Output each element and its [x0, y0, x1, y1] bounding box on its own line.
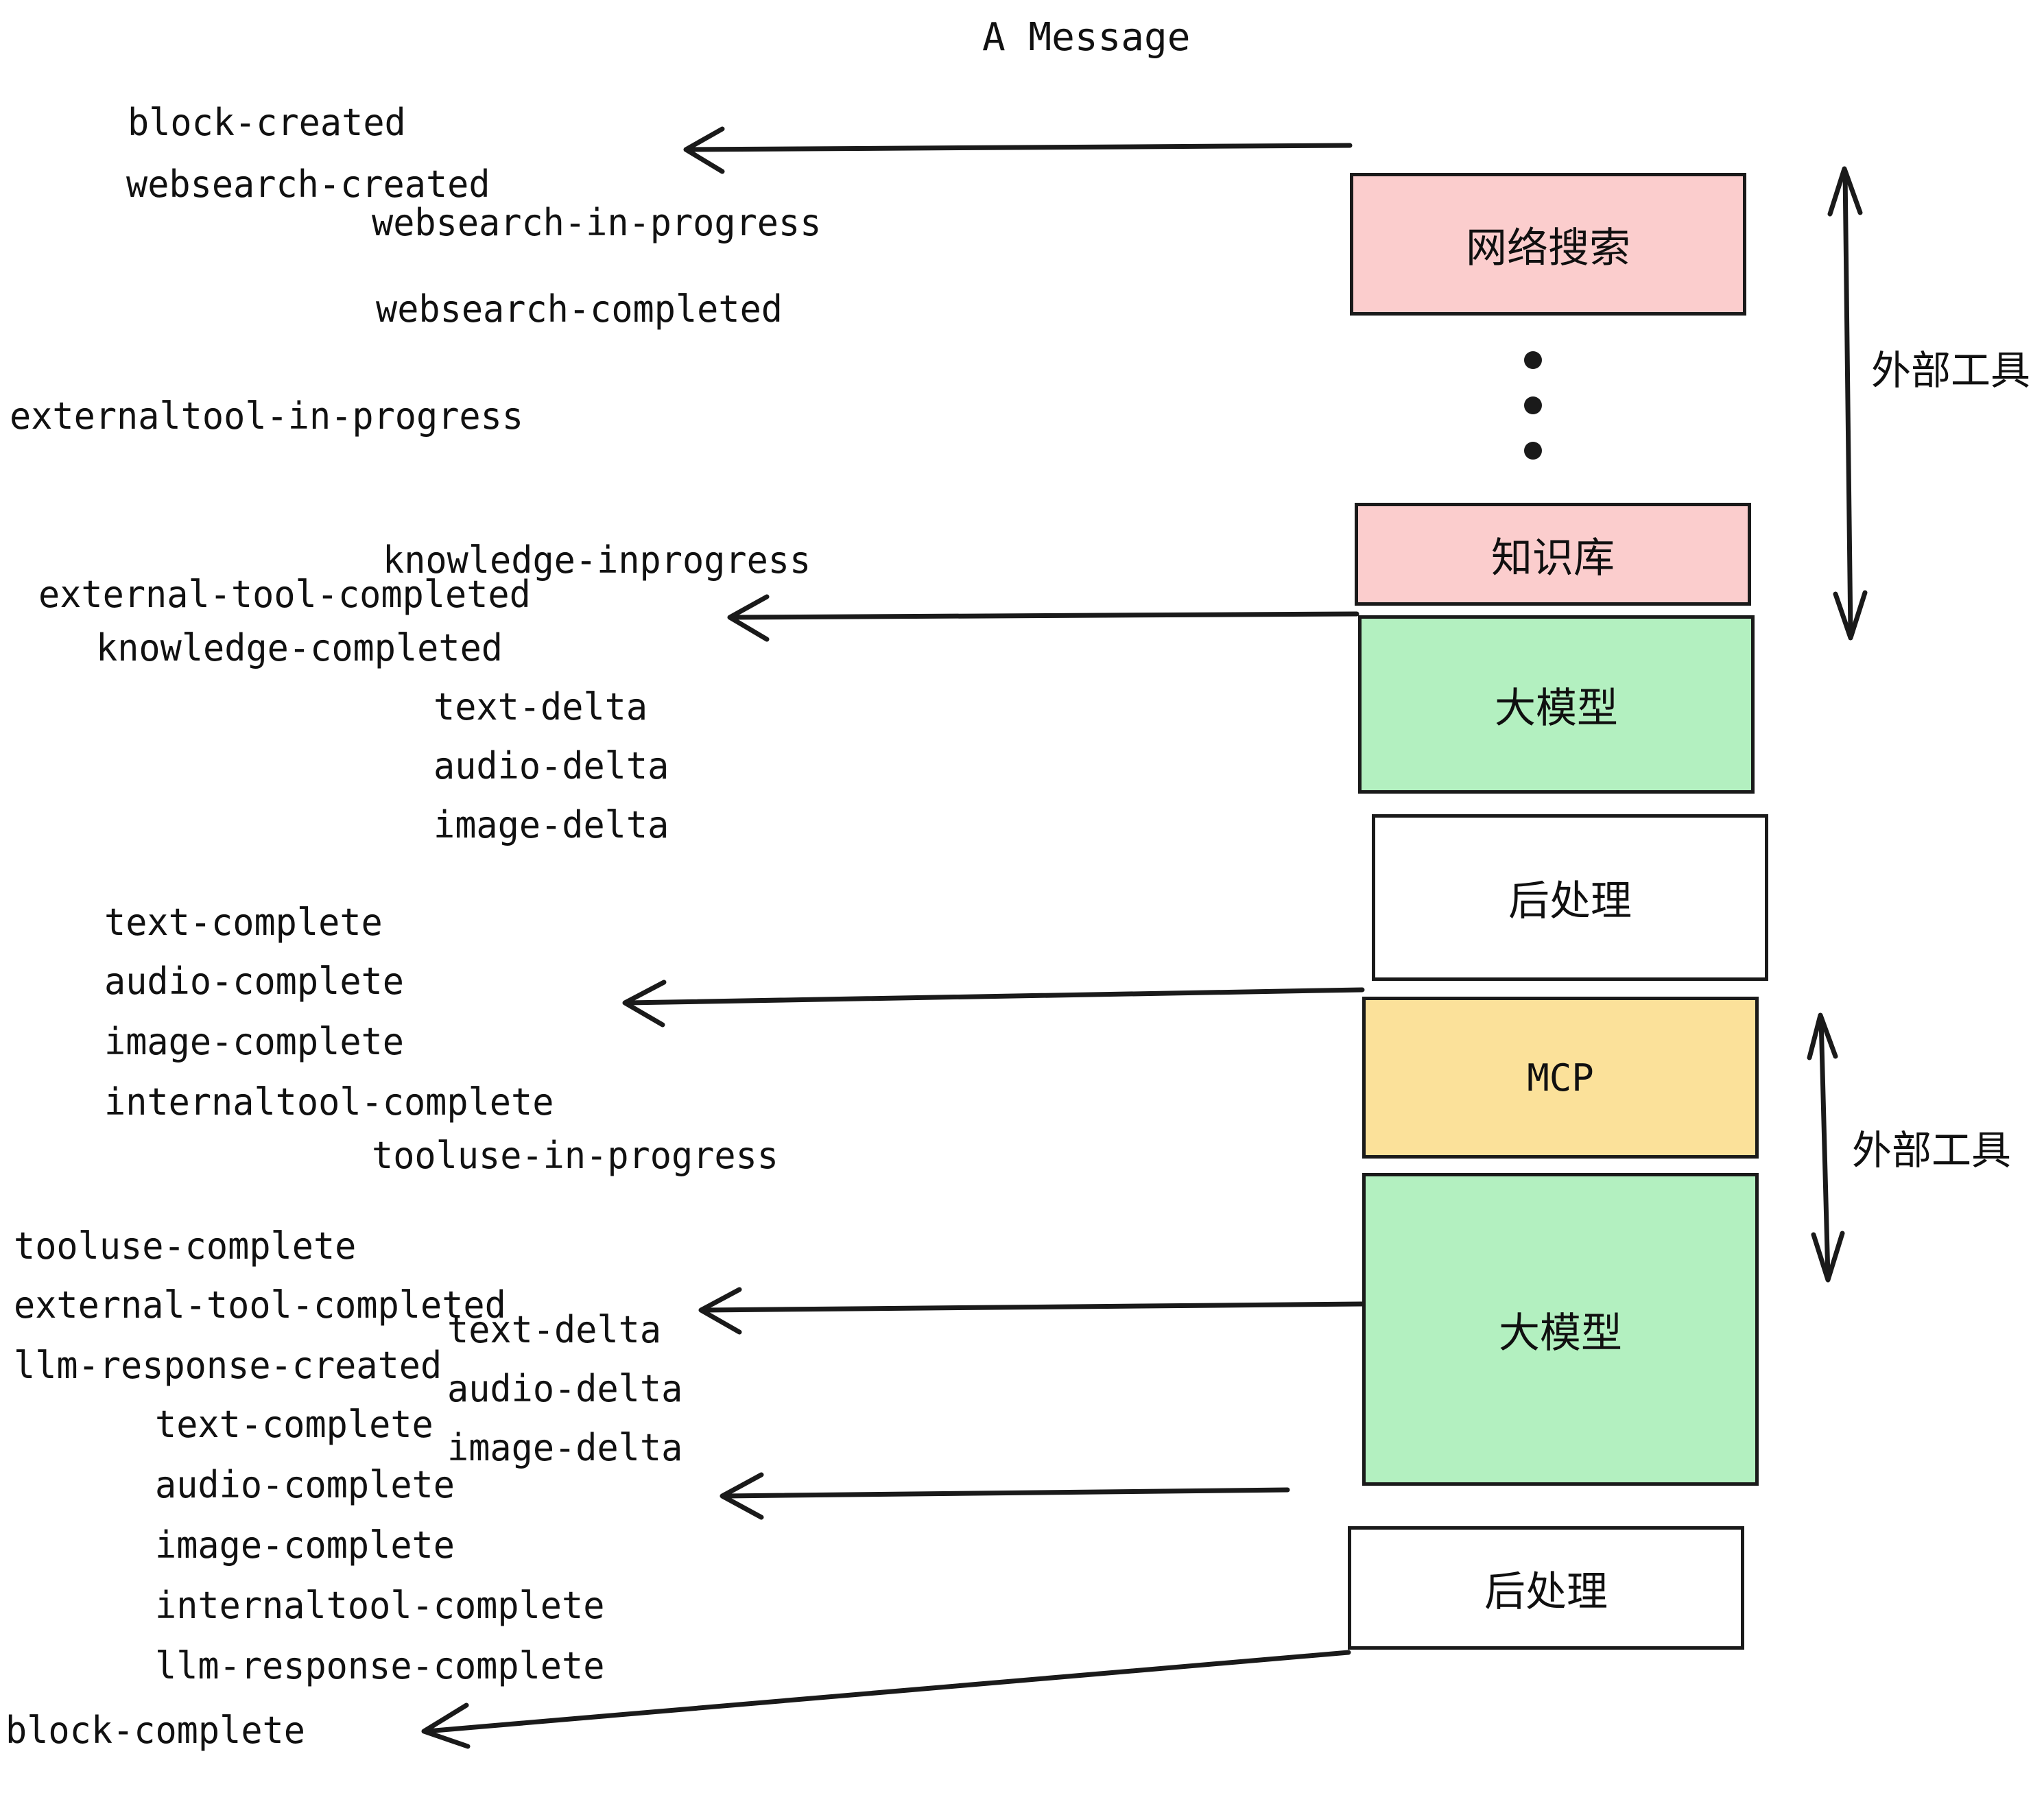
- page-title: A Message: [982, 15, 1191, 60]
- event-websearch-created: websearch-created: [126, 163, 490, 206]
- node-llm-2[interactable]: 大模型: [1362, 1173, 1759, 1486]
- node-label-websearch: 网络搜索: [1466, 224, 1630, 272]
- event-tooluse-complete: tooluse-complete: [14, 1224, 357, 1268]
- event-knowledge-completed: knowledge-completed: [96, 626, 503, 669]
- event-image-delta-1: image-delta: [433, 803, 669, 846]
- event-llm-response-complete: llm-response-complete: [155, 1644, 605, 1687]
- node-post-processing-2[interactable]: 后处理: [1348, 1526, 1744, 1650]
- node-label-llm-1: 大模型: [1495, 684, 1618, 733]
- side-label-external-tools-top: 外部工具: [1871, 347, 2031, 394]
- node-websearch[interactable]: 网络搜索: [1350, 173, 1746, 316]
- event-llm-response-created: llm-response-created: [14, 1344, 442, 1387]
- node-post-processing-1[interactable]: 后处理: [1372, 814, 1768, 981]
- event-text-complete-1: text-complete: [104, 901, 383, 944]
- event-audio-delta-2: audio-delta: [447, 1367, 683, 1410]
- event-knowledge-inprogress: knowledge-inprogress: [383, 538, 811, 582]
- event-websearch-in-progress: websearch-in-progress: [372, 201, 822, 244]
- node-label-post-processing-1: 后处理: [1508, 877, 1632, 925]
- event-text-delta-1: text-delta: [433, 685, 648, 728]
- event-externaltool-in-progress: externaltool-in-progress: [10, 394, 524, 438]
- event-internaltool-complete-2: internaltool-complete: [155, 1584, 605, 1627]
- event-external-tool-completed-1: external-tool-completed: [38, 573, 531, 616]
- event-external-tool-completed-2: external-tool-completed: [14, 1283, 506, 1327]
- arrow-websearch-to-blockcreated: [683, 126, 1353, 174]
- external-tools-arrow-top: [1827, 166, 1868, 641]
- event-block-complete: block-complete: [5, 1709, 305, 1752]
- event-text-delta-2: text-delta: [447, 1308, 662, 1351]
- event-image-complete-1: image-complete: [104, 1020, 404, 1063]
- arrow-llm1-to-knowledgecompleted: [727, 594, 1359, 642]
- event-internaltool-complete-1: internaltool-complete: [104, 1080, 554, 1124]
- node-label-mcp: MCP: [1527, 1056, 1594, 1100]
- arrow-llm2-to-audiocomplete: [720, 1472, 1290, 1520]
- event-websearch-completed: websearch-completed: [376, 287, 783, 331]
- node-mcp[interactable]: MCP: [1362, 997, 1759, 1159]
- ellipsis-dot-3: [1524, 442, 1542, 460]
- event-image-complete-2: image-complete: [155, 1523, 455, 1567]
- event-tooluse-in-progress: tooluse-in-progress: [372, 1134, 779, 1177]
- side-label-external-tools-bottom: 外部工具: [1852, 1127, 2012, 1174]
- event-block-created: block-created: [128, 101, 406, 144]
- event-audio-complete-1: audio-complete: [104, 960, 404, 1003]
- node-knowledge[interactable]: 知识库: [1355, 503, 1751, 606]
- external-tools-arrow-bottom: [1807, 1012, 1845, 1283]
- node-label-knowledge: 知识库: [1491, 534, 1615, 582]
- node-label-post-processing-2: 后处理: [1484, 1567, 1608, 1616]
- arrow-llm2-to-toolusecomplete: [698, 1287, 1365, 1335]
- event-text-complete-2: text-complete: [155, 1403, 433, 1446]
- ellipsis-dot-1: [1524, 351, 1542, 369]
- arrow-mcp-to-imagecomplete: [622, 980, 1365, 1028]
- node-llm-1[interactable]: 大模型: [1358, 615, 1755, 794]
- ellipsis-dot-2: [1524, 396, 1542, 414]
- event-audio-complete-2: audio-complete: [155, 1463, 455, 1506]
- event-image-delta-2: image-delta: [447, 1426, 683, 1469]
- node-label-llm-2: 大模型: [1499, 1309, 1622, 1357]
- event-audio-delta-1: audio-delta: [433, 744, 669, 787]
